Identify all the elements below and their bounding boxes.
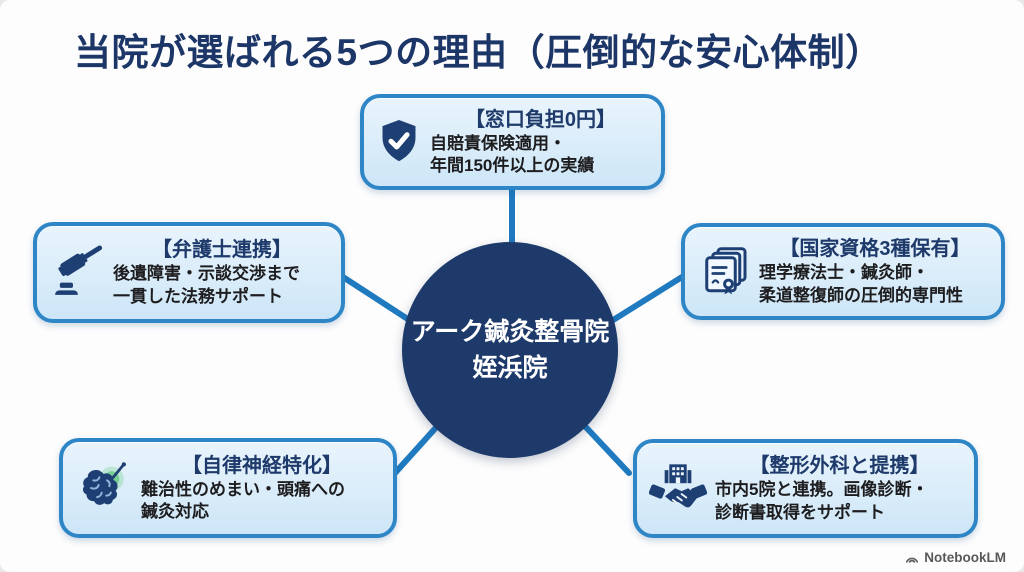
clinic-name-line1: アーク鍼灸整骨院: [410, 317, 610, 346]
page-title: 当院が選ばれる5つの理由（圧倒的な安心体制）: [74, 32, 883, 73]
reason-card-zero-window-cost: 【窓口負担0円】 自賠責保険適用・ 年間150件以上の実績: [360, 94, 665, 190]
reason-heading: 【自律神経特化】: [182, 454, 342, 477]
reason-card-orthopedic-alliance: 【整形外科と提携】 市内5院と連携。画像診断・ 診断書取得をサポート: [633, 439, 978, 538]
clinic-name-line2: 姪浜院: [472, 354, 548, 382]
reason-card-autonomic-nerve: 【自律神経特化】 難治性のめまい・頭痛への 鍼灸対応: [59, 438, 397, 538]
shield-check-icon: [376, 116, 422, 168]
handshake-building-icon: [649, 461, 707, 517]
reason-card-lawyer-partnership: 【弁護士連携】 後遺障害・示談交渉まで 一貫した法務サポート: [33, 222, 345, 323]
watermark: NotebookLM: [905, 550, 1006, 565]
watermark-label: NotebookLM: [924, 550, 1006, 565]
reason-line: 市内5院と連携。画像診断・: [715, 480, 929, 500]
reason-line: 後遺障害・示談交渉まで: [113, 264, 300, 284]
reason-line: 年間150件以上の実績: [430, 156, 595, 175]
gavel-icon: [49, 244, 105, 301]
center-clinic-circle: アーク鍼灸整骨院 姪浜院: [402, 242, 618, 458]
reason-line: 自賠責保険適用・: [430, 133, 566, 153]
reason-heading: 【弁護士連携】: [152, 239, 292, 262]
reason-heading: 【窓口負担0円】: [464, 108, 617, 131]
brain-needle-icon: [75, 459, 133, 517]
reason-line: 理学療法士・鍼灸師・: [759, 263, 929, 283]
reason-line: 診断書取得をサポート: [715, 502, 885, 522]
reason-card-national-licenses: 【国家資格3種保有】 理学療法士・鍼灸師・ 柔道整復師の圧倒的専門性: [681, 223, 1005, 320]
reason-line: 難治性のめまい・頭痛への: [141, 479, 345, 499]
reason-heading: 【整形外科と提携】: [749, 455, 930, 478]
reason-line: 一貫した法務サポート: [113, 286, 283, 306]
reason-line: 柔道整復師の圧倒的専門性: [759, 285, 963, 305]
certificates-icon: [697, 245, 751, 299]
reason-line: 鍼灸対応: [141, 502, 209, 521]
reason-heading: 【国家資格3種保有】: [779, 238, 971, 261]
notebooklm-logo-icon: [905, 552, 919, 564]
